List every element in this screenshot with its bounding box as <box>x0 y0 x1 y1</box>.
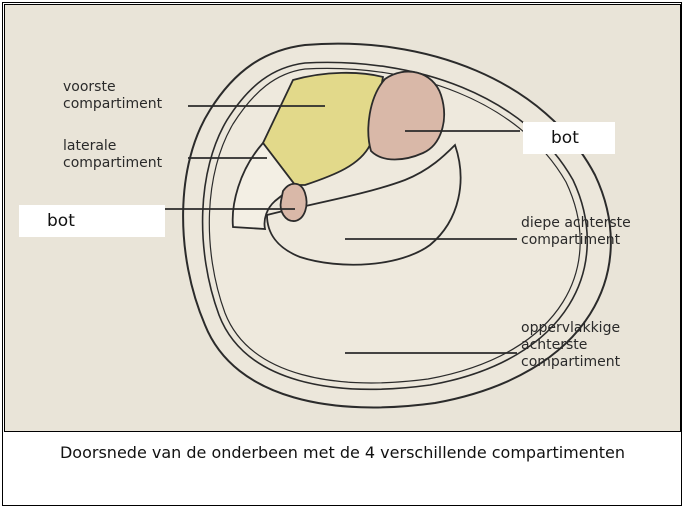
figure-caption: Doorsnede van de onderbeen met de 4 vers… <box>4 436 681 504</box>
tibia-bone <box>368 72 444 160</box>
diagram-panel: voorste compartiment laterale compartime… <box>4 4 681 432</box>
label-bone-right: bot <box>523 122 615 154</box>
fibula-bone <box>281 184 307 221</box>
label-anterior-compartment: voorste compartiment <box>63 79 162 113</box>
label-deep-posterior-compartment: diepe achterste compartiment <box>521 215 631 249</box>
label-superficial-posterior-compartment: oppervlakkige achterste compartiment <box>521 320 620 371</box>
label-bone-left: bot <box>19 205 165 237</box>
label-lateral-compartment: laterale compartiment <box>63 138 162 172</box>
